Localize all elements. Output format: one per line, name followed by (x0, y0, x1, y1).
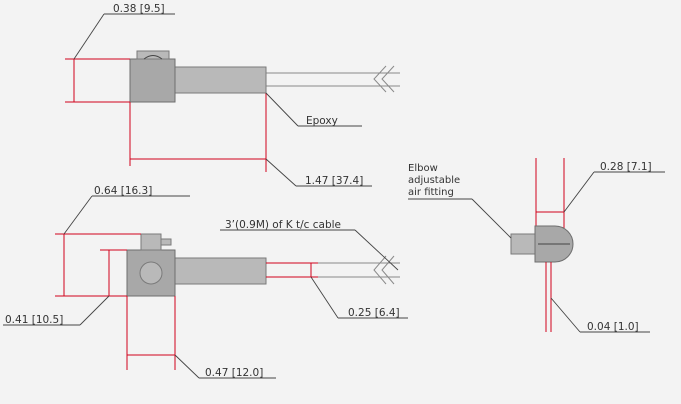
right-view: 0.28 [7.1] 0.04 [1.0] Elbow adjustable a… (408, 158, 665, 333)
cable-callout-label: 3’(0.9M) of K t/c cable (225, 219, 341, 231)
bottom-width-leader (174, 354, 200, 379)
bottom-head-fitting-port (139, 261, 163, 285)
top-height-label: 0.38 [9.5] (113, 3, 165, 15)
bottom-sheath (174, 257, 267, 285)
top-sheath (174, 66, 267, 94)
elbow-slot-label: 0.04 [1.0] (587, 321, 639, 333)
top-head (129, 58, 176, 103)
elbow-width-label: 0.28 [7.1] (600, 161, 652, 173)
top-cap-groove (143, 55, 163, 60)
bottom-top-fitting (140, 233, 162, 251)
top-cable-break-symbol-2 (381, 65, 395, 93)
top-height-leader (73, 13, 105, 60)
elbow-callout-leader (471, 198, 512, 239)
cable-diameter-label: 0.25 [6.4] (348, 307, 400, 319)
elbow-callout-line1: Elbow (408, 163, 438, 174)
top-view: 0.38 [9.5] 1.47 [37.4] Epoxy (65, 3, 400, 187)
top-length-leader (265, 158, 297, 187)
epoxy-leader (265, 92, 299, 127)
top-cable-break-symbol (373, 65, 387, 93)
bottom-top-fitting-nozzle (160, 238, 172, 246)
bottom-view: 0.64 [16.3] 0.41 [10.5] 0.47 [12.0] 0.25… (3, 185, 408, 379)
bottom-body-label: 0.41 [10.5] (5, 314, 63, 326)
elbow-callout-line3: air fitting (408, 187, 454, 198)
bottom-cable-break-symbol (373, 255, 387, 285)
cable-diameter-leader (310, 276, 339, 319)
bottom-height-leader (63, 195, 93, 235)
bottom-body-leader (79, 295, 110, 326)
elbow-slot-leader (550, 297, 581, 333)
cable-callout-leader (354, 229, 399, 271)
elbow-width-leader (563, 171, 595, 213)
top-cap (136, 50, 170, 60)
top-length-label: 1.47 [37.4] (305, 175, 363, 187)
bottom-width-label: 0.47 [12.0] (205, 367, 263, 379)
elbow-nozzle (510, 233, 536, 255)
bottom-cable-break-symbol-2 (381, 255, 395, 285)
elbow-callout-line2: adjustable (408, 175, 460, 186)
bottom-height-label: 0.64 [16.3] (94, 185, 152, 197)
epoxy-label: Epoxy (306, 115, 338, 127)
